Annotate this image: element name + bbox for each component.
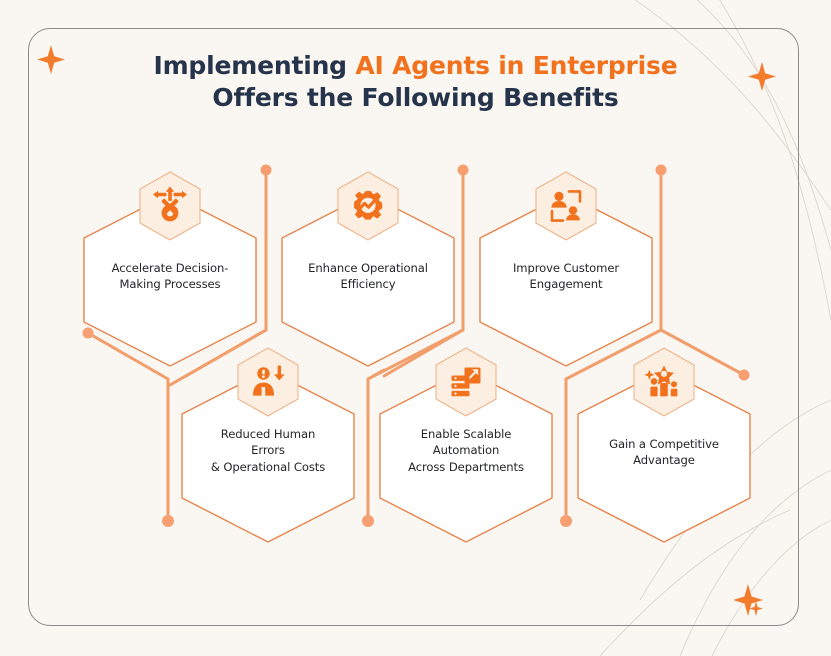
title-line-1: Implementing AI Agents in Enterprise	[153, 51, 677, 80]
benefit-label-line: Enhance Operational	[308, 261, 428, 275]
two-people-connect-icon	[550, 190, 582, 222]
person-down-arrow-icon	[253, 365, 285, 396]
benefit-label-line: Enable Scalable	[420, 427, 512, 441]
benefit-hexagon-enhance-operational-efficiency[interactable]: Enhance Operational Efficiency	[280, 170, 456, 368]
icon-badge-hexagon	[139, 171, 201, 241]
benefit-label-line: Efficiency	[340, 277, 396, 292]
benefit-label: Enhance Operational Efficiency	[288, 260, 448, 293]
hexagon-shape	[479, 193, 653, 367]
benefit-label-line: Across Departments	[408, 459, 524, 474]
title-text-plain: Implementing	[153, 51, 356, 80]
benefit-label-line: Engagement	[529, 277, 603, 292]
gear-trend-icon	[354, 191, 383, 220]
icon-badge-hexagon	[337, 171, 399, 241]
hexagon-shape	[577, 369, 751, 543]
title-line-2: Offers the Following Benefits	[212, 83, 619, 112]
benefit-label-line: Advantage	[633, 453, 695, 468]
benefit-label-line: Accelerate Decision-	[111, 261, 229, 275]
benefit-label-line: & Operational Costs	[210, 459, 326, 474]
benefit-label: Improve Customer Engagement	[486, 260, 646, 293]
benefit-hexagon-enable-scalable-automation[interactable]: Enable Scalable Automation Across Depart…	[378, 346, 554, 544]
benefit-label: Accelerate Decision- Making Processes	[90, 260, 250, 293]
title-text-accent: AI Agents in Enterprise	[355, 51, 678, 80]
benefit-hexagon-accelerate-decision-making[interactable]: Accelerate Decision- Making Processes	[82, 170, 258, 368]
icon-badge-hexagon	[535, 171, 597, 241]
benefit-label: Enable Scalable Automation Across Depart…	[386, 426, 546, 475]
page-title: Implementing AI Agents in Enterprise Off…	[0, 50, 831, 114]
benefit-hexagon-reduced-human-errors[interactable]: Reduced Human Errors & Operational Costs	[180, 346, 356, 544]
benefit-hexagon-improve-customer-engagement[interactable]: Improve Customer Engagement	[478, 170, 654, 368]
benefit-label-line: Making Processes	[119, 277, 221, 292]
hexagon-shape	[379, 369, 553, 543]
gear-arrows-icon	[153, 186, 187, 222]
server-growth-icon	[451, 367, 481, 397]
outer-card-frame	[28, 28, 799, 626]
benefit-label-line: Reduced Human	[220, 427, 316, 441]
benefit-label-line: Gain a Competitive	[609, 437, 719, 451]
icon-badge-hexagon	[633, 347, 695, 417]
benefit-label-line: Errors	[251, 443, 285, 458]
hexagon-shape	[83, 193, 257, 367]
benefit-label-line: Automation	[432, 443, 500, 458]
hexagon-shape	[181, 369, 355, 543]
icon-badge-hexagon	[237, 347, 299, 417]
podium-star-icon	[644, 365, 678, 397]
hexagon-shape	[281, 193, 455, 367]
benefit-label: Reduced Human Errors & Operational Costs	[188, 426, 348, 475]
benefit-label-line: Improve Customer	[512, 261, 620, 275]
benefit-label: Gain a Competitive Advantage	[584, 436, 744, 469]
benefit-hexagon-gain-competitive-advantage[interactable]: Gain a Competitive Advantage	[576, 346, 752, 544]
icon-badge-hexagon	[435, 347, 497, 417]
